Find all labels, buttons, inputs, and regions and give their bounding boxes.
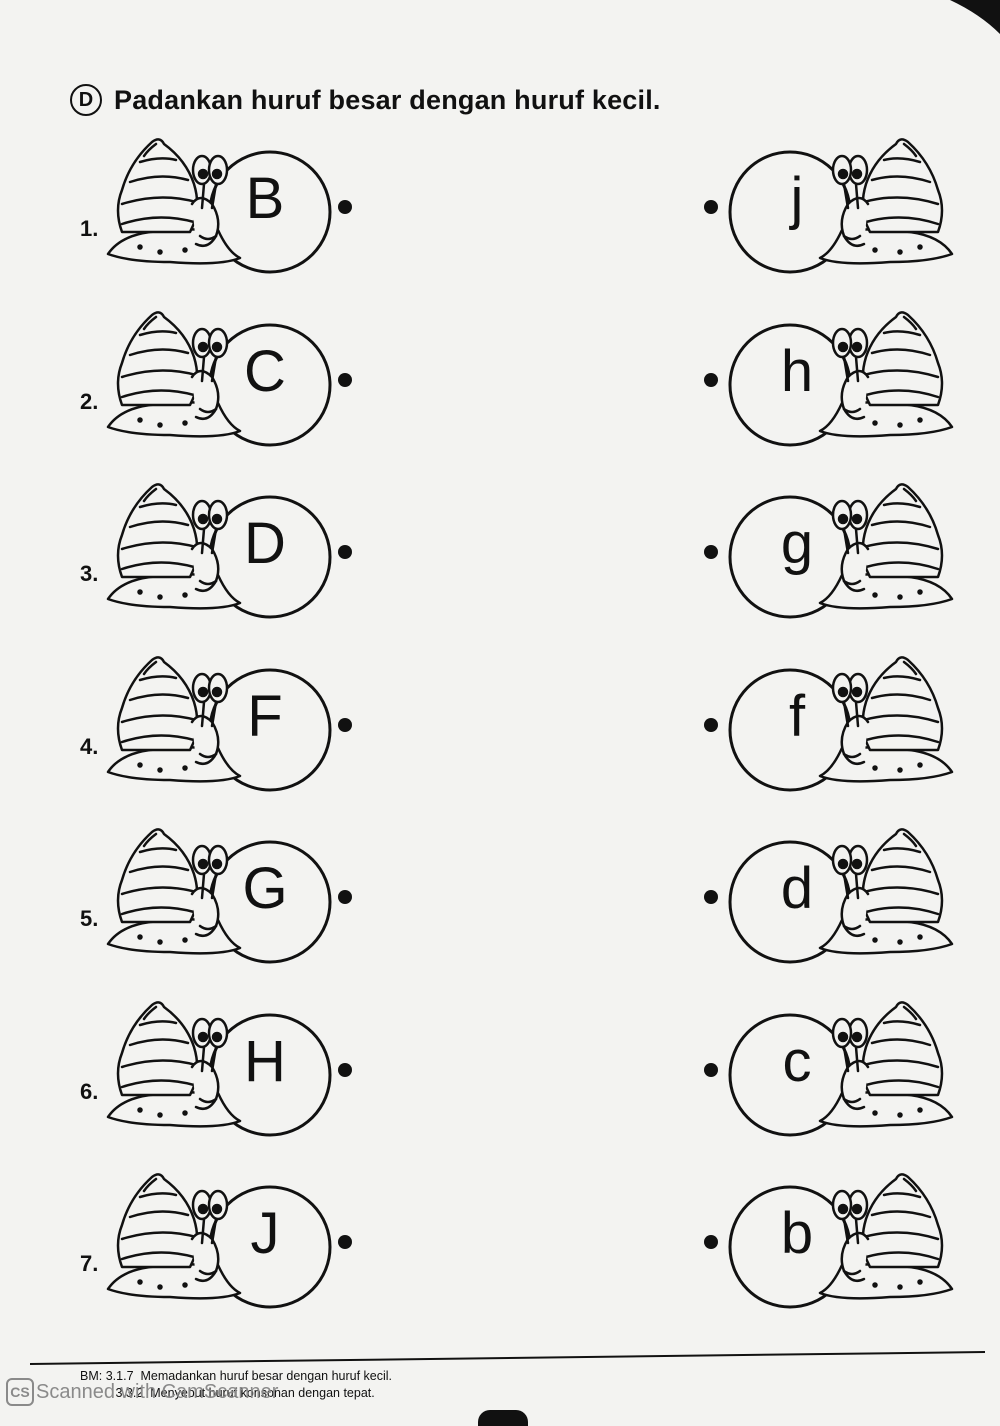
matching-row: 5. G d: [0, 822, 1000, 972]
connect-dot-icon[interactable]: [338, 890, 352, 904]
connect-dot-icon[interactable]: [338, 372, 352, 387]
row-number: 4.: [80, 733, 99, 759]
lowercase-letter: b: [780, 1201, 814, 1266]
connect-dot-icon[interactable]: [704, 1235, 718, 1249]
footer-divider: [30, 1351, 986, 1365]
matching-row: 6. H c: [0, 995, 1000, 1145]
uppercase-letter: J: [250, 1201, 280, 1266]
connect-dot-icon[interactable]: [338, 545, 352, 559]
row-number: 5.: [80, 906, 99, 931]
footer-code-2: 3.3.2: [115, 1386, 144, 1400]
connect-dot-icon[interactable]: [338, 1062, 352, 1077]
page-corner-fold: [950, 0, 1000, 34]
connect-dot-icon[interactable]: [704, 1062, 718, 1077]
footer-text-2: Menyebut huruf konsonan dengan tepat.: [150, 1386, 375, 1400]
section-badge: D: [70, 84, 102, 116]
connect-dot-icon[interactable]: [704, 372, 718, 387]
row-number: 7.: [80, 1251, 99, 1276]
matching-row: 3. D g: [0, 477, 1000, 627]
connect-dot-icon[interactable]: [338, 1235, 352, 1249]
connect-dot-icon[interactable]: [704, 717, 718, 732]
footer-code-1: 3.1.7: [105, 1369, 134, 1383]
lowercase-letter: h: [780, 338, 814, 404]
connect-dot-icon[interactable]: [338, 717, 352, 732]
uppercase-letter: B: [245, 166, 285, 231]
uppercase-letter: H: [244, 1028, 286, 1094]
footer-line-2: 3.3.2 Menyebut huruf konsonan dengan tep…: [80, 1385, 392, 1402]
curriculum-footer: BM: 3.1.7 Memadankan huruf besar dengan …: [80, 1368, 392, 1402]
lowercase-letter: g: [780, 511, 814, 576]
footer-label: BM:: [80, 1369, 103, 1383]
uppercase-letter: D: [244, 511, 286, 576]
watermark-text: Scanned with CamScanner: [36, 1380, 279, 1403]
uppercase-letter: G: [242, 856, 288, 921]
camscanner-logo-icon: CS: [6, 1378, 34, 1406]
scanner-watermark: CS Scanned with CamScanner: [6, 1378, 278, 1406]
lowercase-letter: f: [788, 683, 806, 749]
footer-line-1: BM: 3.1.7 Memadankan huruf besar dengan …: [80, 1368, 392, 1385]
footer-text-1: Memadankan huruf besar dengan huruf keci…: [140, 1369, 393, 1383]
connect-dot-icon[interactable]: [338, 200, 352, 214]
uppercase-letter: F: [247, 683, 283, 749]
lowercase-letter: d: [780, 856, 814, 921]
connect-dot-icon[interactable]: [704, 890, 718, 904]
connect-dot-icon[interactable]: [704, 200, 718, 214]
row-number: 2.: [80, 388, 99, 414]
exercise-instruction: Padankan huruf besar dengan huruf kecil.: [114, 84, 661, 115]
lowercase-letter: j: [790, 166, 804, 231]
matching-row: 7. J b: [0, 1167, 1000, 1317]
uppercase-letter: C: [244, 338, 286, 404]
matching-row: 4. F f: [0, 650, 1000, 800]
matching-row: 1. B j: [0, 132, 1000, 282]
matching-row: 2. C h: [0, 305, 1000, 455]
lowercase-letter: c: [782, 1028, 812, 1094]
connect-dot-icon[interactable]: [704, 545, 718, 559]
row-number: 6.: [80, 1078, 99, 1104]
row-number: 3.: [80, 561, 99, 586]
exercise-header: D Padankan huruf besar dengan huruf keci…: [70, 84, 661, 116]
row-number: 1.: [80, 216, 99, 241]
page-number-tab: [478, 1410, 528, 1426]
